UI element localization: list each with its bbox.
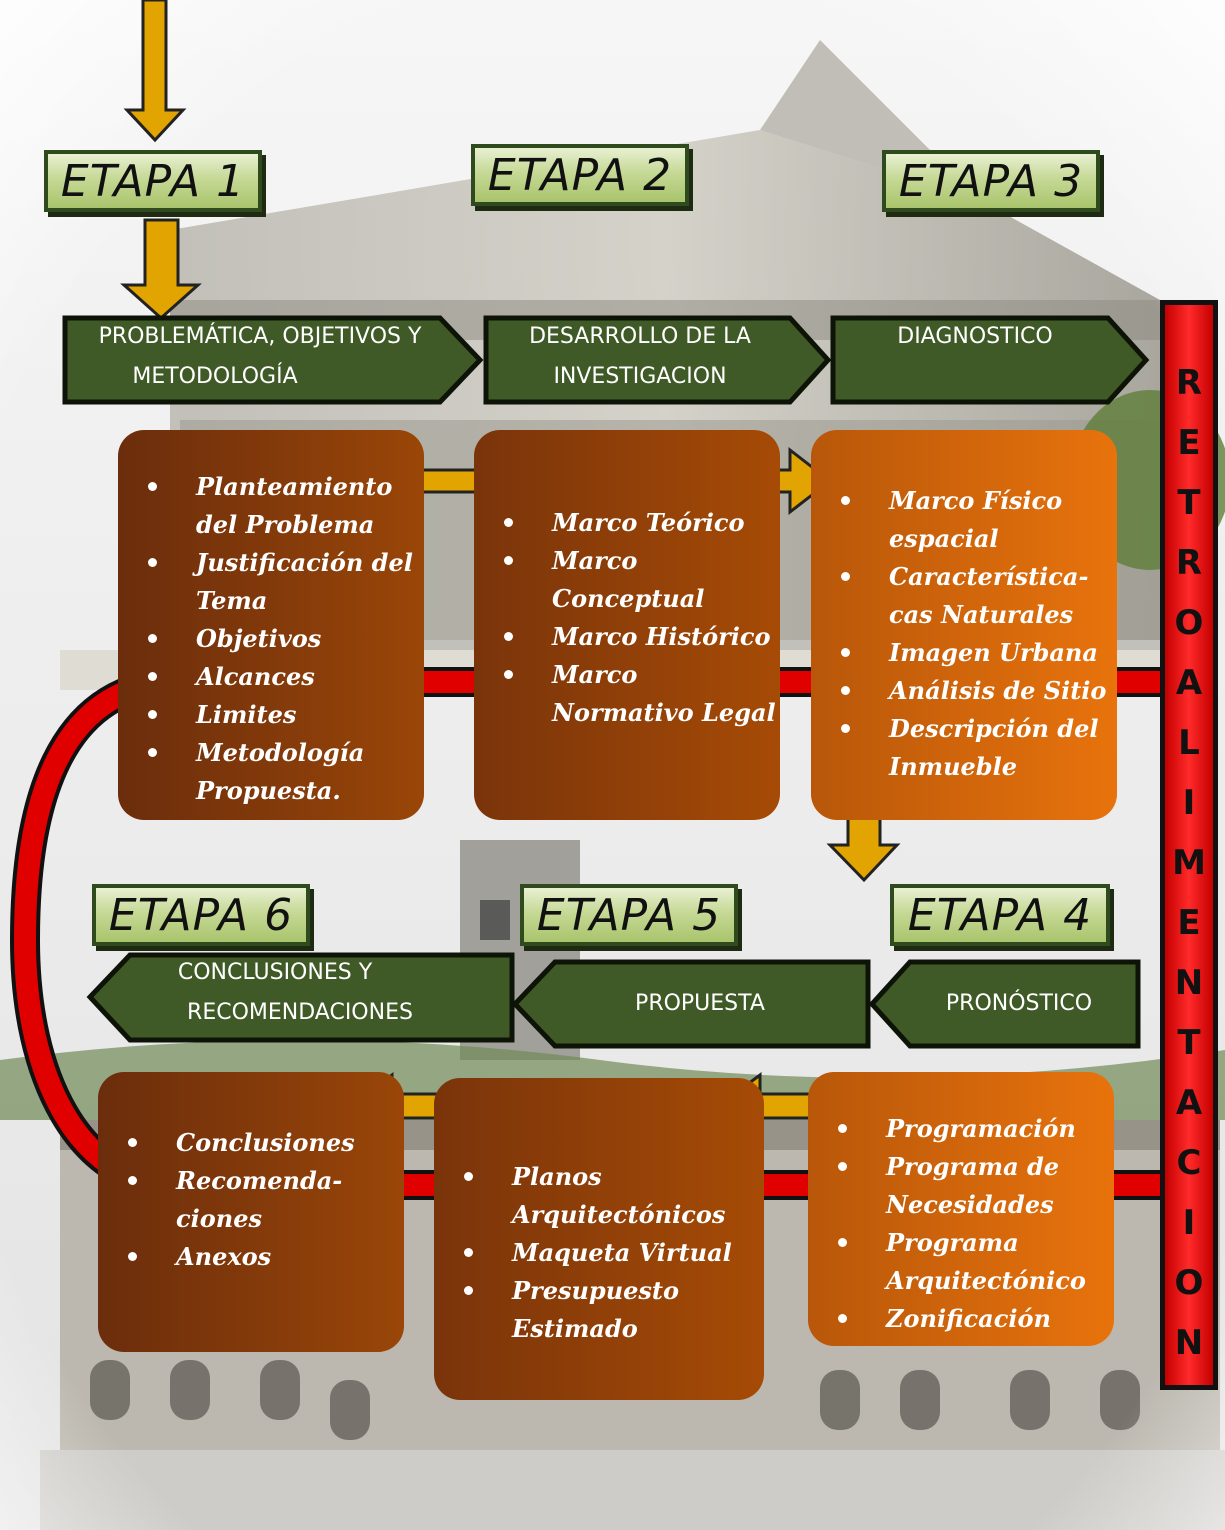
stage-3-items-box: Marco Físico espacial Característica-cas… [811,430,1117,820]
feedback-bar: RETROALIMENTACIONRETROALIMENTACION [1160,300,1218,1390]
list-item: Anexos [98,1238,404,1276]
stage-4-items-list: Programación Programa de Necesidades Pro… [808,1110,1114,1338]
stage-2-title: DESARROLLO DE LA INVESTIGACION [490,317,790,397]
stage-6-items-list: Conclusiones Recomenda-ciones Anexos [98,1124,404,1276]
banner-shape-1 [62,315,484,405]
stage-5-items-list: Planos Arquitectónicos Maqueta Virtual P… [434,1158,764,1348]
stage-1-title-line-2: METODOLOGÍA [132,364,298,389]
list-item: Objetivos [118,620,424,658]
list-item: Zonificación [808,1300,1114,1338]
list-item: Marco Teórico [474,504,780,542]
feedback-letter: T [1177,483,1201,523]
feedback-letter: N [1174,1323,1204,1363]
stage-2-items-list: Marco Teórico Marco Conceptual Marco His… [474,504,780,732]
stage-4-title: PRONÓSTICO [900,984,1138,1024]
list-item: Característica-cas Naturales [811,558,1117,634]
list-item: Presupuesto Estimado [434,1272,764,1348]
etapa-3-label: ETAPA 3 [882,150,1100,212]
feedback-letter: O [1174,603,1204,643]
list-item: Marco Normativo Legal [474,656,780,732]
feedback-letter: I [1182,783,1196,823]
stage-2-title-line-1: DESARROLLO DE LA [529,324,751,349]
list-item: Programa de Necesidades [808,1148,1114,1224]
stage-5-title: PROPUESTA [560,984,840,1024]
stage-1-items-list: Planteamiento del Problema Justificación… [118,468,424,810]
feedback-letter: T [1177,1023,1201,1063]
stage-2-items-box: Marco Teórico Marco Conceptual Marco His… [474,430,780,820]
feedback-letter: E [1177,423,1201,463]
banner-shape-2 [483,315,832,405]
etapa-6-label: ETAPA 6 [92,884,310,946]
stage-6-items-box: Conclusiones Recomenda-ciones Anexos [98,1072,404,1352]
list-item: Marco Conceptual [474,542,780,618]
feedback-letter: R [1175,543,1203,583]
etapa-5-label: ETAPA 5 [520,884,738,946]
arrow-down-etapa1 [120,218,202,321]
list-item: Planteamiento del Problema [118,468,424,544]
list-item: Maqueta Virtual [434,1234,764,1272]
stage-1-items-box: Planteamiento del Problema Justificación… [118,430,424,820]
list-item: Imagen Urbana [811,634,1117,672]
stage-6-title-line-2: RECOMENDACIONES [187,1000,413,1025]
stage-6-title-line-1: CONCLUSIONES Y [177,960,373,985]
etapa-1-label: ETAPA 1 [44,150,262,212]
etapa-4-label: ETAPA 4 [890,884,1110,946]
list-item: Marco Físico espacial [811,482,1117,558]
stage-1-title: PROBLEMÁTICA, OBJETIVOS Y METODOLOGÍA [70,317,450,397]
list-item: Recomenda-ciones [98,1162,404,1238]
stage-5-title-line-2: PROPUESTA [635,991,765,1016]
banner-shape-3 [830,315,1150,405]
banner-shape-5 [511,959,871,1049]
arrow-down-top [123,0,187,143]
stage-4-title-line-2: PRONÓSTICO [945,991,1093,1016]
stage-3-title-line-2: DIAGNOSTICO [897,324,1053,349]
list-item: Metodología Propuesta. [118,734,424,810]
feedback-letter: L [1178,723,1200,763]
stage-2-title-line-2: INVESTIGACION [553,364,727,389]
feedback-letter: E [1177,903,1201,943]
list-item: Limites [118,696,424,734]
list-item: Descripción del Inmueble [811,710,1117,786]
stage-5-items-box: Planos Arquitectónicos Maqueta Virtual P… [434,1078,764,1400]
feedback-letter: C [1176,1143,1202,1183]
feedback-letter: R [1175,363,1203,403]
etapa-2-label: ETAPA 2 [471,144,689,206]
banner-shape-4 [868,959,1141,1049]
list-item: Análisis de Sitio [811,672,1117,710]
stage-4-items-box: Programación Programa de Necesidades Pro… [808,1072,1114,1346]
feedback-letter: A [1175,1083,1203,1123]
list-item: Marco Histórico [474,618,780,656]
feedback-letter: I [1182,1203,1196,1243]
stage-1-title-line-1: PROBLEMÁTICA, OBJETIVOS Y [98,324,422,349]
banner-shape-6 [86,952,515,1043]
stage-6-title: CONCLUSIONES Y RECOMENDACIONES [130,953,470,1033]
feedback-letter: A [1175,663,1203,703]
feedback-letter: M [1172,843,1206,883]
feedback-letter: O [1174,1263,1204,1303]
feedback-letter: N [1174,963,1204,1003]
stage-3-items-list: Marco Físico espacial Característica-cas… [811,482,1117,786]
list-item: Programa Arquitectónico [808,1224,1114,1300]
list-item: Planos Arquitectónicos [434,1158,764,1234]
list-item: Conclusiones [98,1124,404,1162]
list-item: Justificación del Tema [118,544,424,620]
stage-3-title: DIAGNOSTICO [840,317,1110,357]
list-item: Programación [808,1110,1114,1148]
list-item: Alcances [118,658,424,696]
